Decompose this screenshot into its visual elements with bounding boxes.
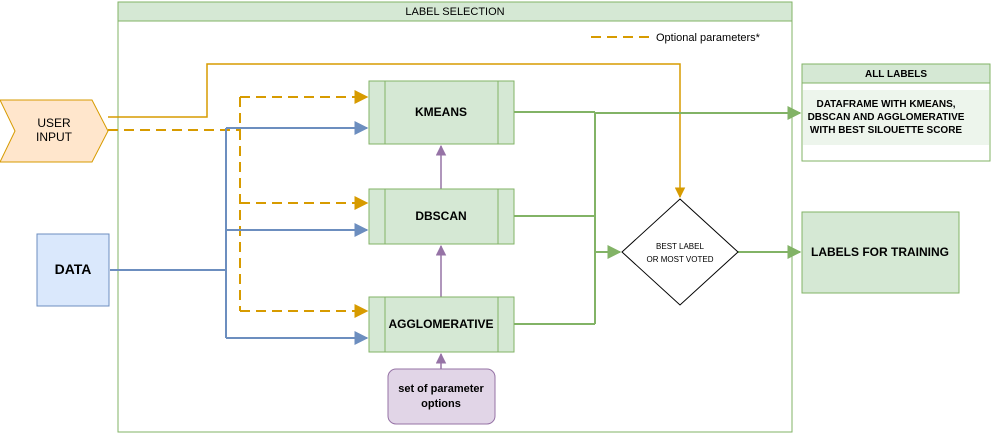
- user-input-node: USER INPUT: [0, 99, 109, 163]
- label-selection-header: [117, 1, 793, 22]
- labels-for-training-label: LABELS FOR TRAINING: [811, 245, 949, 259]
- decision-label-line1: BEST LABEL: [656, 242, 704, 251]
- all-labels-content-bg: [803, 90, 989, 145]
- user-input-label-line1: USER: [37, 116, 71, 130]
- legend-label: Optional parameters*: [656, 32, 761, 44]
- dbscan-node: DBSCAN: [368, 188, 515, 245]
- parameter-options-line1: set of parameter: [398, 383, 484, 395]
- all-labels-line2: DBSCAN AND AGGLOMERATIVE: [808, 112, 965, 123]
- decision-node: BEST LABEL OR MOST VOTED: [621, 198, 739, 306]
- data-label: DATA: [55, 261, 92, 277]
- user-input-to-decision-arrow: [108, 63, 686, 199]
- user-input-label-line2: INPUT: [36, 130, 73, 144]
- all-labels-title: ALL LABELS: [865, 69, 927, 80]
- label-selection-title: LABEL SELECTION: [405, 6, 504, 18]
- agglomerative-label: AGGLOMERATIVE: [388, 317, 493, 331]
- all-labels-line1: DATAFRAME WITH KMEANS,: [816, 99, 955, 110]
- kmeans-label: KMEANS: [415, 105, 467, 119]
- data-node: DATA: [36, 233, 110, 307]
- parameter-options-line2: options: [421, 398, 461, 410]
- dbscan-label: DBSCAN: [415, 209, 466, 223]
- all-labels-panel: ALL LABELS DATAFRAME WITH KMEANS, DBSCAN…: [801, 63, 991, 162]
- agglomerative-node: AGGLOMERATIVE: [368, 296, 515, 353]
- parameter-options-node: set of parameter options: [387, 368, 496, 425]
- labels-for-training-node: LABELS FOR TRAINING: [801, 211, 960, 294]
- all-labels-line3: WITH BEST SILOUETTE SCORE: [810, 125, 963, 136]
- kmeans-node: KMEANS: [368, 80, 515, 145]
- decision-label-line2: OR MOST VOTED: [647, 255, 714, 264]
